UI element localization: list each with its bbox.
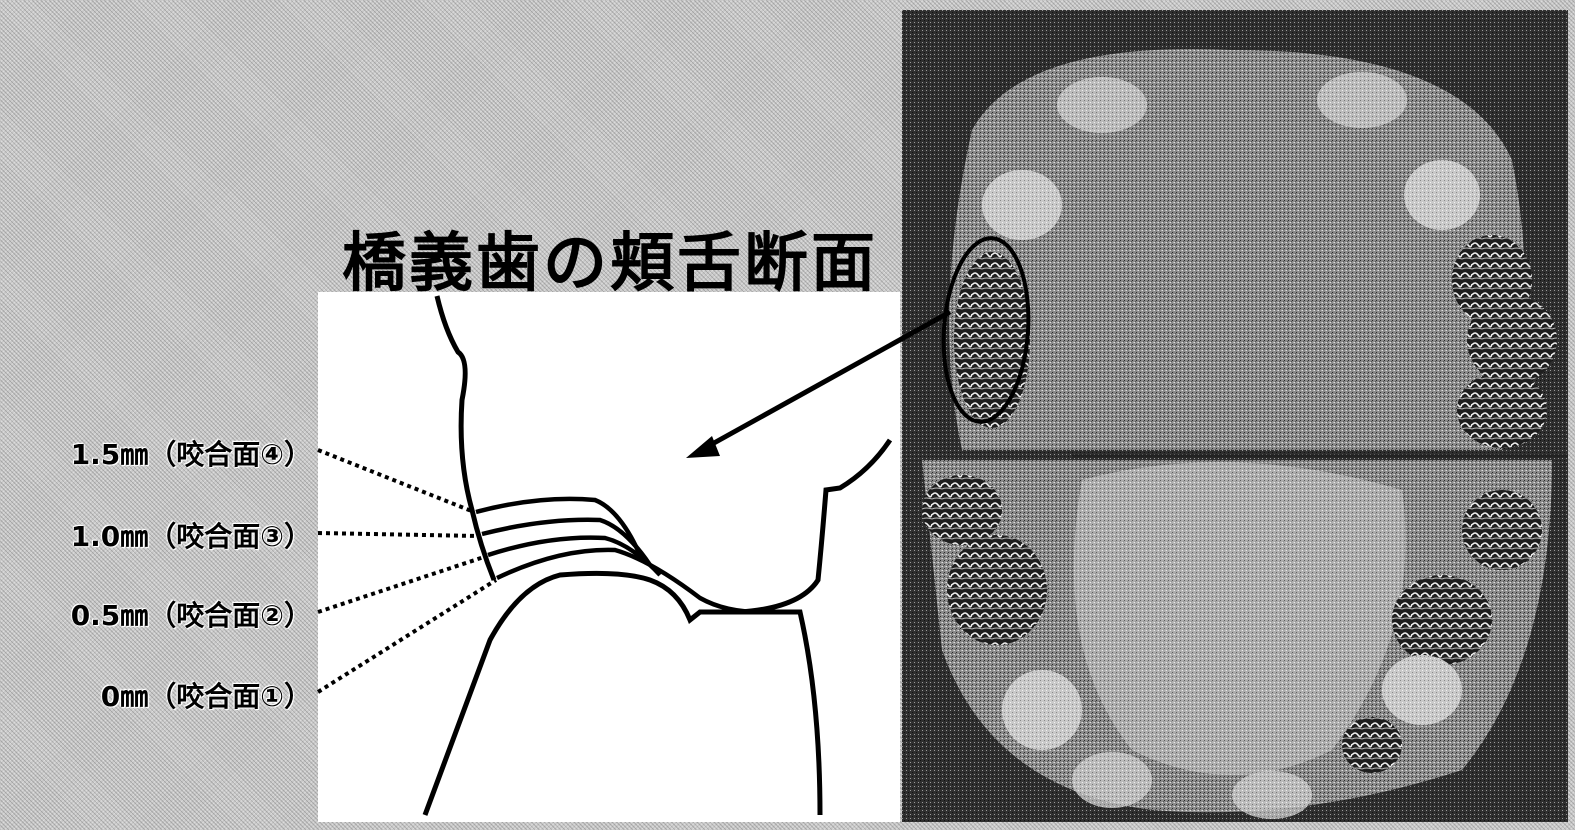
diagram-title: 橋義歯の頬舌断面 <box>342 212 878 304</box>
dental-photo-svg <box>902 10 1568 822</box>
label-occlusal-3: 1.0㎜（咬合面③） <box>71 515 312 555</box>
label-occlusal-4: 1.5㎜（咬合面④） <box>71 433 312 473</box>
dental-arch-photo <box>902 10 1568 822</box>
cross-section-panel <box>318 292 900 822</box>
label-occlusal-2: 0.5㎜（咬合面②） <box>71 594 312 634</box>
label-occlusal-1: 0㎜（咬合面①） <box>101 675 312 715</box>
